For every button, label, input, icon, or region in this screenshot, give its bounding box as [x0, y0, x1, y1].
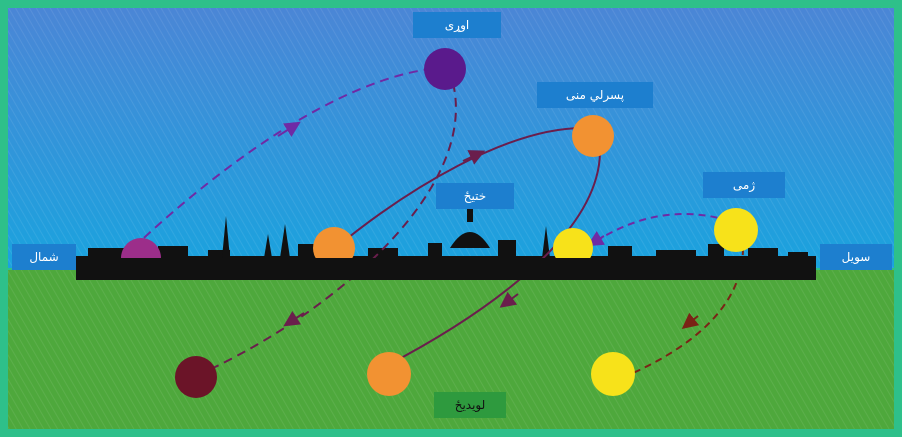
skyline-foreground: [76, 258, 816, 280]
label-winter: ژمی: [703, 172, 785, 198]
equinox-sunset-sun: [367, 352, 411, 396]
sky-texture: [8, 8, 894, 268]
label-north: شمال: [12, 244, 76, 270]
winter-sunset-sun: [591, 352, 635, 396]
label-south: سویل: [820, 244, 892, 270]
label-west: لویدیځ: [434, 392, 506, 418]
sun-path-scene: اوړی پسرلي منی ختیځ ژمی شمال سویل لویدیځ: [8, 8, 894, 429]
label-east: ختیځ: [436, 183, 514, 209]
sun-path-diagram: [8, 8, 894, 429]
winter-noon-sun: [714, 208, 758, 252]
label-spring-autumn: پسرلي منی: [537, 82, 653, 108]
summer-noon-sun: [424, 48, 466, 90]
label-summer: اوړی: [413, 12, 501, 38]
summer-sunset-sun: [175, 356, 217, 398]
equinox-noon-sun: [572, 115, 614, 157]
